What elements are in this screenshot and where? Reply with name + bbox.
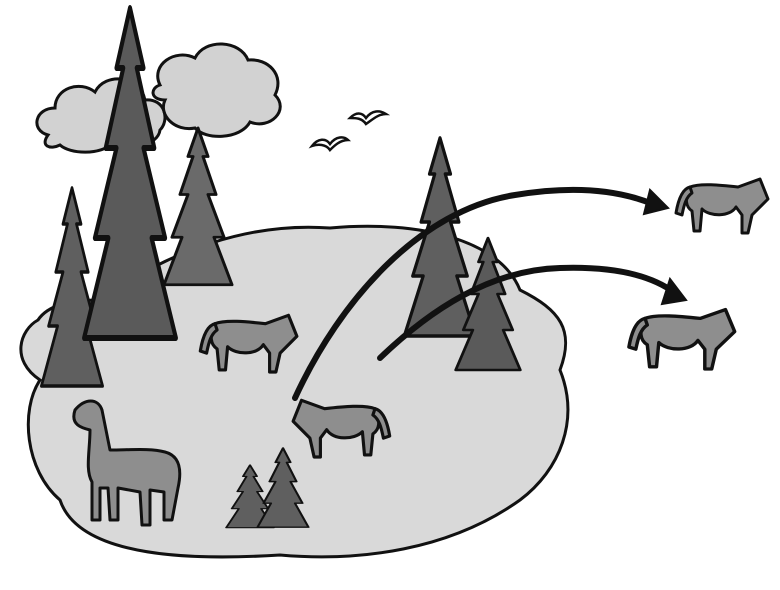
tree-icon	[41, 188, 102, 386]
bird-icon	[312, 137, 348, 150]
bird-icon	[350, 111, 386, 124]
arrow-head	[644, 190, 668, 214]
tree-icon	[164, 128, 232, 285]
horse-icon	[676, 179, 768, 233]
arrow-head	[662, 279, 686, 304]
cloud-right	[153, 44, 280, 136]
horse-icon	[629, 310, 735, 369]
tree-icon	[84, 8, 176, 338]
